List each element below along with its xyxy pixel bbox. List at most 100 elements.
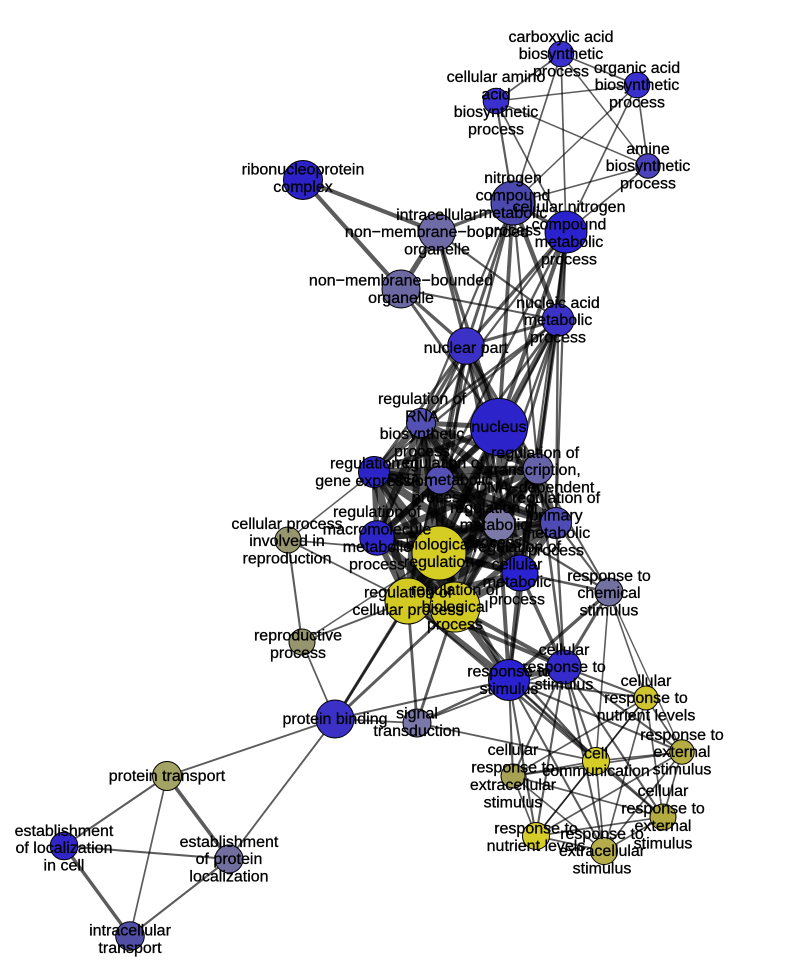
svg-text:primary: primary xyxy=(529,508,582,525)
svg-text:of protein: of protein xyxy=(196,851,263,868)
svg-text:stimulus: stimulus xyxy=(580,603,639,620)
svg-text:organelle: organelle xyxy=(404,242,470,259)
svg-text:metabolic: metabolic xyxy=(535,234,603,251)
svg-text:metabolic: metabolic xyxy=(343,539,411,556)
svg-text:biosynthetic: biosynthetic xyxy=(380,426,465,443)
svg-text:chemical: chemical xyxy=(577,585,640,602)
svg-text:stimulus: stimulus xyxy=(484,794,543,811)
svg-text:stimulus: stimulus xyxy=(653,762,712,779)
svg-text:response to: response to xyxy=(471,760,555,777)
svg-text:cellular: cellular xyxy=(638,783,689,800)
svg-text:metabolic: metabolic xyxy=(483,574,551,591)
svg-text:regulation of: regulation of xyxy=(396,455,485,472)
svg-text:process: process xyxy=(349,556,405,573)
svg-text:process: process xyxy=(427,617,483,634)
svg-text:response to: response to xyxy=(522,659,606,676)
svg-text:cellular: cellular xyxy=(488,742,539,759)
svg-text:regulation: regulation xyxy=(404,554,474,571)
svg-text:cellular: cellular xyxy=(621,673,672,690)
svg-text:protein transport: protein transport xyxy=(109,768,226,785)
svg-text:transcription,: transcription, xyxy=(489,462,581,479)
svg-text:localization: localization xyxy=(189,869,268,886)
svg-text:metabolic: metabolic xyxy=(524,312,592,329)
svg-text:involved in: involved in xyxy=(249,533,325,550)
svg-text:biosynthetic: biosynthetic xyxy=(595,77,680,94)
svg-text:cellular amino: cellular amino xyxy=(447,69,546,86)
svg-text:process: process xyxy=(541,251,597,268)
svg-text:external: external xyxy=(654,744,711,761)
svg-text:extracellular: extracellular xyxy=(559,843,646,860)
svg-text:transport: transport xyxy=(98,940,162,957)
svg-text:establishment: establishment xyxy=(15,823,114,840)
svg-text:establishment: establishment xyxy=(180,834,279,851)
svg-text:organelle: organelle xyxy=(368,290,434,307)
svg-text:intracellular: intracellular xyxy=(89,923,171,940)
svg-text:organic acid: organic acid xyxy=(594,60,680,77)
svg-text:process: process xyxy=(394,443,450,460)
svg-text:cellular: cellular xyxy=(539,642,590,659)
svg-text:process: process xyxy=(270,645,326,662)
svg-text:metabolic: metabolic xyxy=(479,205,547,222)
svg-text:biological: biological xyxy=(406,537,473,554)
svg-text:macromolecule: macromolecule xyxy=(323,522,432,539)
svg-text:RNA metabolic: RNA metabolic xyxy=(387,472,493,489)
svg-text:biosynthetic: biosynthetic xyxy=(454,104,539,121)
svg-text:extracellular: extracellular xyxy=(470,777,557,794)
svg-text:response to: response to xyxy=(494,821,578,838)
svg-text:acid: acid xyxy=(481,87,510,104)
svg-text:metabolic: metabolic xyxy=(460,517,528,534)
svg-text:ribonucleoprotein: ribonucleoprotein xyxy=(242,162,365,179)
svg-text:regulation of: regulation of xyxy=(411,582,500,599)
svg-text:communication: communication xyxy=(542,763,650,780)
svg-text:non−membrane−bounded: non−membrane−bounded xyxy=(345,224,529,241)
svg-text:compound: compound xyxy=(476,188,551,205)
svg-text:cellular process: cellular process xyxy=(352,602,463,619)
svg-text:intracellular: intracellular xyxy=(396,207,478,224)
svg-text:nutrient levels: nutrient levels xyxy=(487,838,586,855)
svg-text:process: process xyxy=(412,490,468,507)
svg-text:gene expression: gene expression xyxy=(315,473,432,490)
svg-text:DNA−dependent: DNA−dependent xyxy=(476,480,595,497)
svg-text:regulation of: regulation of xyxy=(473,539,562,556)
svg-text:of localization: of localization xyxy=(16,840,113,857)
svg-text:carboxylic acid: carboxylic acid xyxy=(509,29,614,46)
svg-text:external: external xyxy=(635,818,692,835)
svg-text:cell: cell xyxy=(584,746,608,763)
svg-text:complex: complex xyxy=(273,179,333,196)
svg-text:process: process xyxy=(489,591,545,608)
svg-text:RNA: RNA xyxy=(405,409,439,426)
svg-text:process: process xyxy=(530,330,586,347)
svg-text:stimulus: stimulus xyxy=(535,677,594,694)
svg-text:cellular nitrogen: cellular nitrogen xyxy=(513,199,626,216)
svg-text:cellular process: cellular process xyxy=(231,516,342,533)
svg-text:signal: signal xyxy=(396,706,438,723)
svg-text:nucleic acid: nucleic acid xyxy=(516,295,600,312)
svg-text:regulation of: regulation of xyxy=(491,445,580,462)
svg-text:cellular: cellular xyxy=(492,557,543,574)
svg-text:regulation of: regulation of xyxy=(330,456,419,473)
svg-text:response to: response to xyxy=(567,568,651,585)
svg-text:regulation of: regulation of xyxy=(333,504,422,521)
svg-text:response to: response to xyxy=(640,727,724,744)
svg-text:process: process xyxy=(528,542,584,559)
svg-text:biosynthetic: biosynthetic xyxy=(606,158,691,175)
svg-text:response to: response to xyxy=(560,826,644,843)
svg-text:nuclear part: nuclear part xyxy=(424,340,509,357)
svg-text:amine: amine xyxy=(626,141,670,158)
svg-text:process: process xyxy=(533,64,589,81)
svg-text:nucleus: nucleus xyxy=(471,419,526,436)
svg-text:biosynthetic: biosynthetic xyxy=(519,46,604,63)
svg-text:stimulus: stimulus xyxy=(573,861,632,878)
svg-text:nutrient levels: nutrient levels xyxy=(597,708,696,725)
svg-text:non−membrane−bounded: non−membrane−bounded xyxy=(309,273,493,290)
svg-text:stimulus: stimulus xyxy=(634,835,693,852)
svg-text:response to: response to xyxy=(604,690,688,707)
svg-text:in cell: in cell xyxy=(44,858,85,875)
svg-text:process: process xyxy=(620,176,676,193)
svg-text:process: process xyxy=(466,535,522,552)
svg-text:compound: compound xyxy=(532,217,607,234)
svg-text:response to: response to xyxy=(621,801,705,818)
svg-text:protein binding: protein binding xyxy=(283,711,388,728)
svg-text:response to: response to xyxy=(467,664,551,681)
svg-text:transduction: transduction xyxy=(373,723,460,740)
